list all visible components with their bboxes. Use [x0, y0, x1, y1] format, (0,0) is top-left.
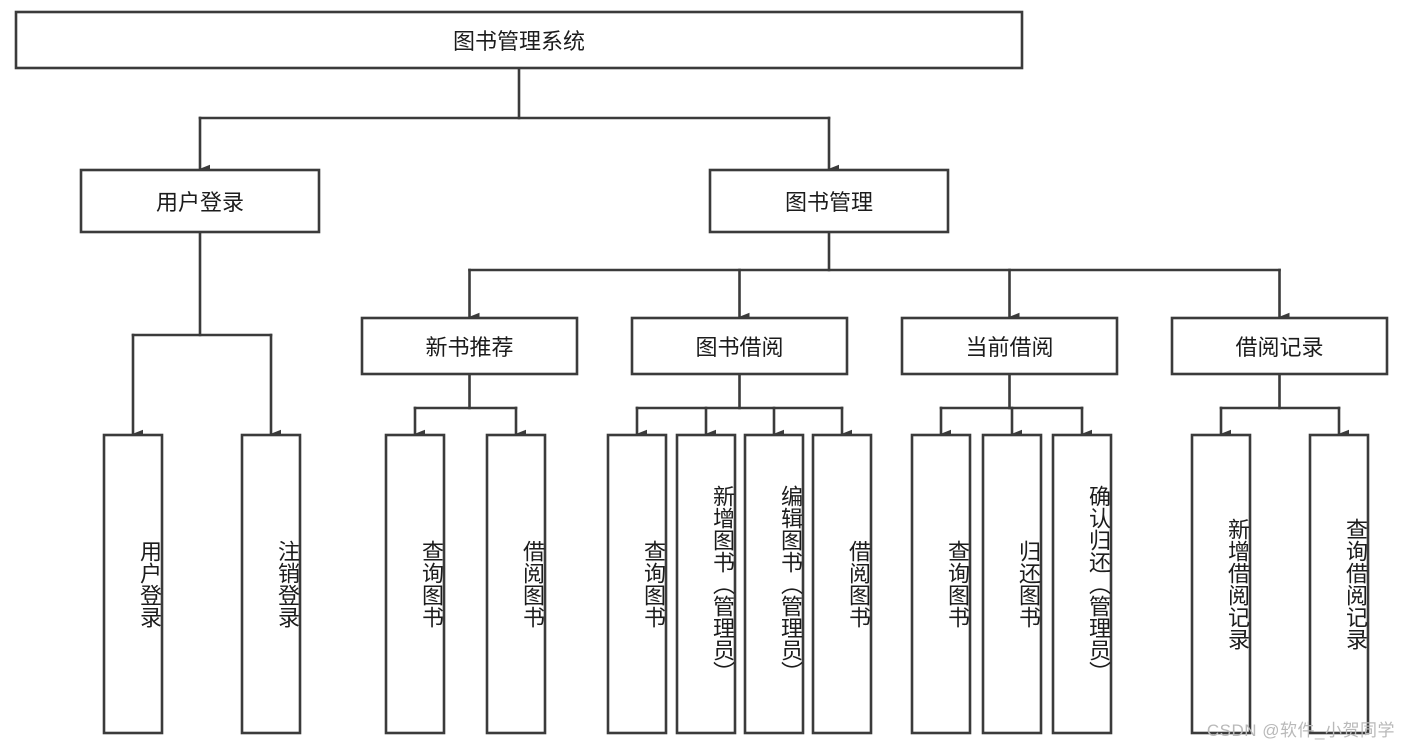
node-label-new-book-recommend: 新书推荐 [425, 335, 514, 360]
node-label-leaf-user-login: 用户登录 [137, 540, 162, 628]
node-box-leaf-borrow-book [811, 433, 873, 735]
node-box-leaf-confirm-return-admin [1051, 433, 1113, 735]
node-box-leaf-query-borrow-record [1308, 433, 1370, 735]
node-boxes [14, 10, 1389, 735]
node-label-leaf-edit-book-admin: 编辑图书（管理员） [778, 485, 803, 683]
node-label-leaf-borrow-book-recommend: 借阅图书 [520, 540, 545, 628]
node-label-leaf-add-borrow-record: 新增借阅记录 [1225, 518, 1250, 650]
node-label-book-borrow: 图书借阅 [695, 335, 784, 360]
node-label-leaf-confirm-return-admin: 确认归还（管理员） [1086, 485, 1111, 683]
node-box-leaf-add-book-admin [675, 433, 737, 735]
node-label-leaf-add-book-admin: 新增图书（管理员） [710, 485, 735, 683]
node-label-current-borrow: 当前借阅 [965, 335, 1054, 360]
node-label-leaf-query-book-borrow: 查询图书 [641, 540, 666, 628]
node-label-root: 图书管理系统 [452, 29, 585, 54]
node-label-leaf-logout: 注销登录 [275, 540, 300, 628]
node-box-user-login [79, 168, 321, 234]
node-box-leaf-logout [240, 433, 302, 735]
node-box-borrow-record [1170, 316, 1389, 376]
node-box-leaf-edit-book-admin [743, 433, 805, 735]
node-label-leaf-query-book-recommend: 查询图书 [419, 540, 444, 628]
node-box-current-borrow [900, 316, 1119, 376]
node-label-user-login: 用户登录 [155, 190, 244, 215]
node-label-leaf-borrow-book: 借阅图书 [846, 540, 871, 628]
node-box-leaf-query-book-borrow [606, 433, 668, 735]
node-label-leaf-return-book: 归还图书 [1016, 540, 1041, 628]
node-box-leaf-return-book [981, 433, 1043, 735]
node-box-book-management [708, 168, 950, 234]
node-box-leaf-borrow-book-recommend [485, 433, 547, 735]
node-label-borrow-record: 借阅记录 [1235, 335, 1324, 360]
node-box-leaf-user-login [102, 433, 164, 735]
node-label-book-management: 图书管理 [784, 190, 873, 215]
node-box-leaf-add-borrow-record [1190, 433, 1252, 735]
node-label-leaf-query-book-current: 查询图书 [945, 540, 970, 628]
node-box-new-book-recommend [360, 316, 579, 376]
connector-lines [131, 66, 1350, 439]
node-box-leaf-query-book-recommend [384, 433, 446, 735]
node-label-leaf-query-borrow-record: 查询借阅记录 [1343, 518, 1368, 650]
node-box-root [14, 10, 1024, 70]
node-box-book-borrow [630, 316, 849, 376]
node-box-leaf-query-book-current [910, 433, 972, 735]
